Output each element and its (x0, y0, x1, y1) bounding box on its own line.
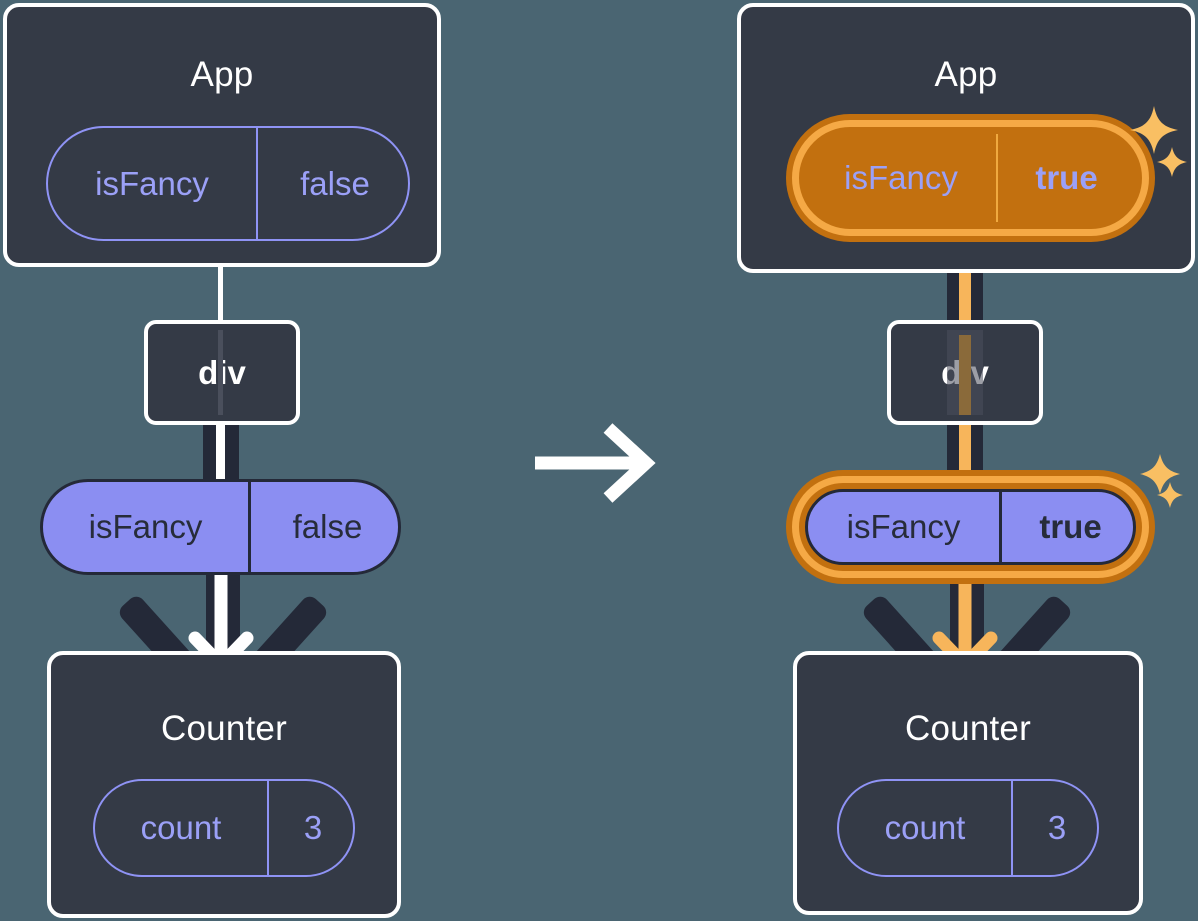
counter-title-after: Counter (905, 709, 1031, 748)
connector-through-div-left (218, 330, 223, 415)
sparkle-large-icon-app (1130, 106, 1178, 154)
counter-state-pill-before: count 3 (93, 779, 355, 877)
counter-state-pill-after: count 3 (837, 779, 1099, 877)
prop-value-before: false (248, 482, 404, 572)
app-state-value-after: true (996, 134, 1135, 222)
sparkle-small-icon-app (1157, 147, 1187, 177)
sparkle-large-icon-prop (1140, 454, 1180, 494)
prop-pill-before: isFancy false (40, 479, 401, 575)
counter-box-before: Counter count 3 (47, 651, 401, 918)
prop-pill-after: isFancy true (805, 489, 1136, 565)
connector-div-to-prop-core-left (216, 423, 225, 485)
prop-value-text-after: true (1039, 508, 1102, 545)
app-state-name-before: isFancy (95, 164, 209, 202)
counter-state-value-after: 3 (1011, 781, 1101, 875)
sparkle-small-icon-prop (1157, 482, 1183, 508)
prop-value-after: true (999, 492, 1139, 562)
prop-name-after: isFancy (846, 508, 961, 545)
app-state-name-after: isFancy (844, 159, 958, 196)
app-state-pill-after: isFancy true (806, 134, 1135, 222)
app-title-after: App (934, 55, 998, 94)
app-state-highlight-ring-after (786, 114, 1155, 242)
app-state-value-before: false (256, 128, 412, 239)
app-box-before: App isFancy false (3, 3, 441, 267)
prop-name-before: isFancy (88, 508, 203, 545)
app-title-before: App (190, 55, 254, 94)
counter-state-value-before: 3 (267, 781, 357, 875)
transition-arrow-icon (535, 423, 656, 503)
counter-state-name-after: count (884, 809, 966, 846)
connector-app-to-div-left (218, 262, 223, 320)
app-state-value-text-after: true (1035, 159, 1098, 196)
app-state-pill-before: isFancy false (46, 126, 410, 241)
connector-through-div-core-right (959, 335, 971, 415)
counter-title-before: Counter (161, 709, 287, 748)
counter-state-name-before: count (140, 809, 222, 846)
counter-box-after: Counter count 3 (793, 651, 1143, 915)
